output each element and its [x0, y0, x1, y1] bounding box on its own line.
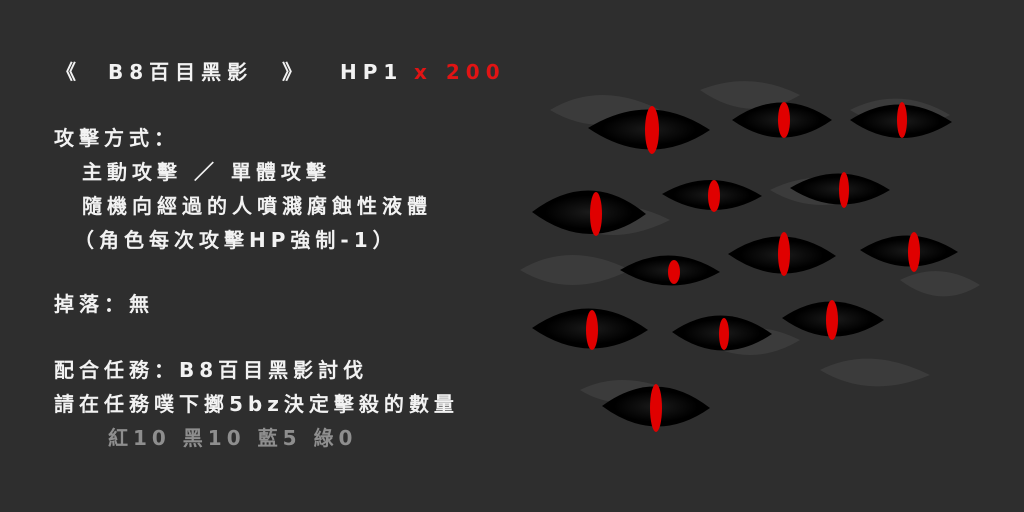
eye [602, 384, 710, 432]
quest-color-counts: 紅10 黑10 藍5 綠0 [108, 426, 358, 450]
eye [732, 102, 832, 138]
attack-description: 隨機向經過的人噴濺腐蝕性液體 [82, 194, 432, 218]
quest-instruction: 請在任務噗下擲5bz決定擊殺的數量 [54, 392, 459, 416]
boss-name: B8百目黑影 [108, 60, 254, 84]
eye [588, 106, 710, 154]
eye-cluster [532, 102, 958, 432]
boss-hp-label: HP1 [340, 60, 404, 84]
eye [532, 308, 648, 350]
hundred-eyes-illustration [520, 81, 980, 432]
eye [728, 232, 836, 276]
eye [850, 102, 952, 139]
attack-type: 主動攻擊 ／ 單體攻擊 [82, 160, 331, 184]
eye [860, 232, 958, 272]
title-bracket-open: 《 [56, 60, 76, 84]
quest-title: 配合任務：B8百目黑影討伐 [54, 358, 369, 382]
eye [662, 179, 762, 212]
eye [532, 190, 646, 236]
drop-text: 掉落：無 [54, 292, 154, 316]
eye [620, 255, 720, 286]
title-bracket-close: 》 [282, 60, 302, 84]
attack-effect: （角色每次攻擊HP強制-1） [74, 228, 398, 252]
eye [782, 300, 884, 340]
eye [790, 172, 890, 208]
boss-hp-multiplier: x 200 [414, 60, 506, 84]
attack-heading: 攻擊方式： [54, 126, 179, 150]
eye [672, 315, 772, 351]
